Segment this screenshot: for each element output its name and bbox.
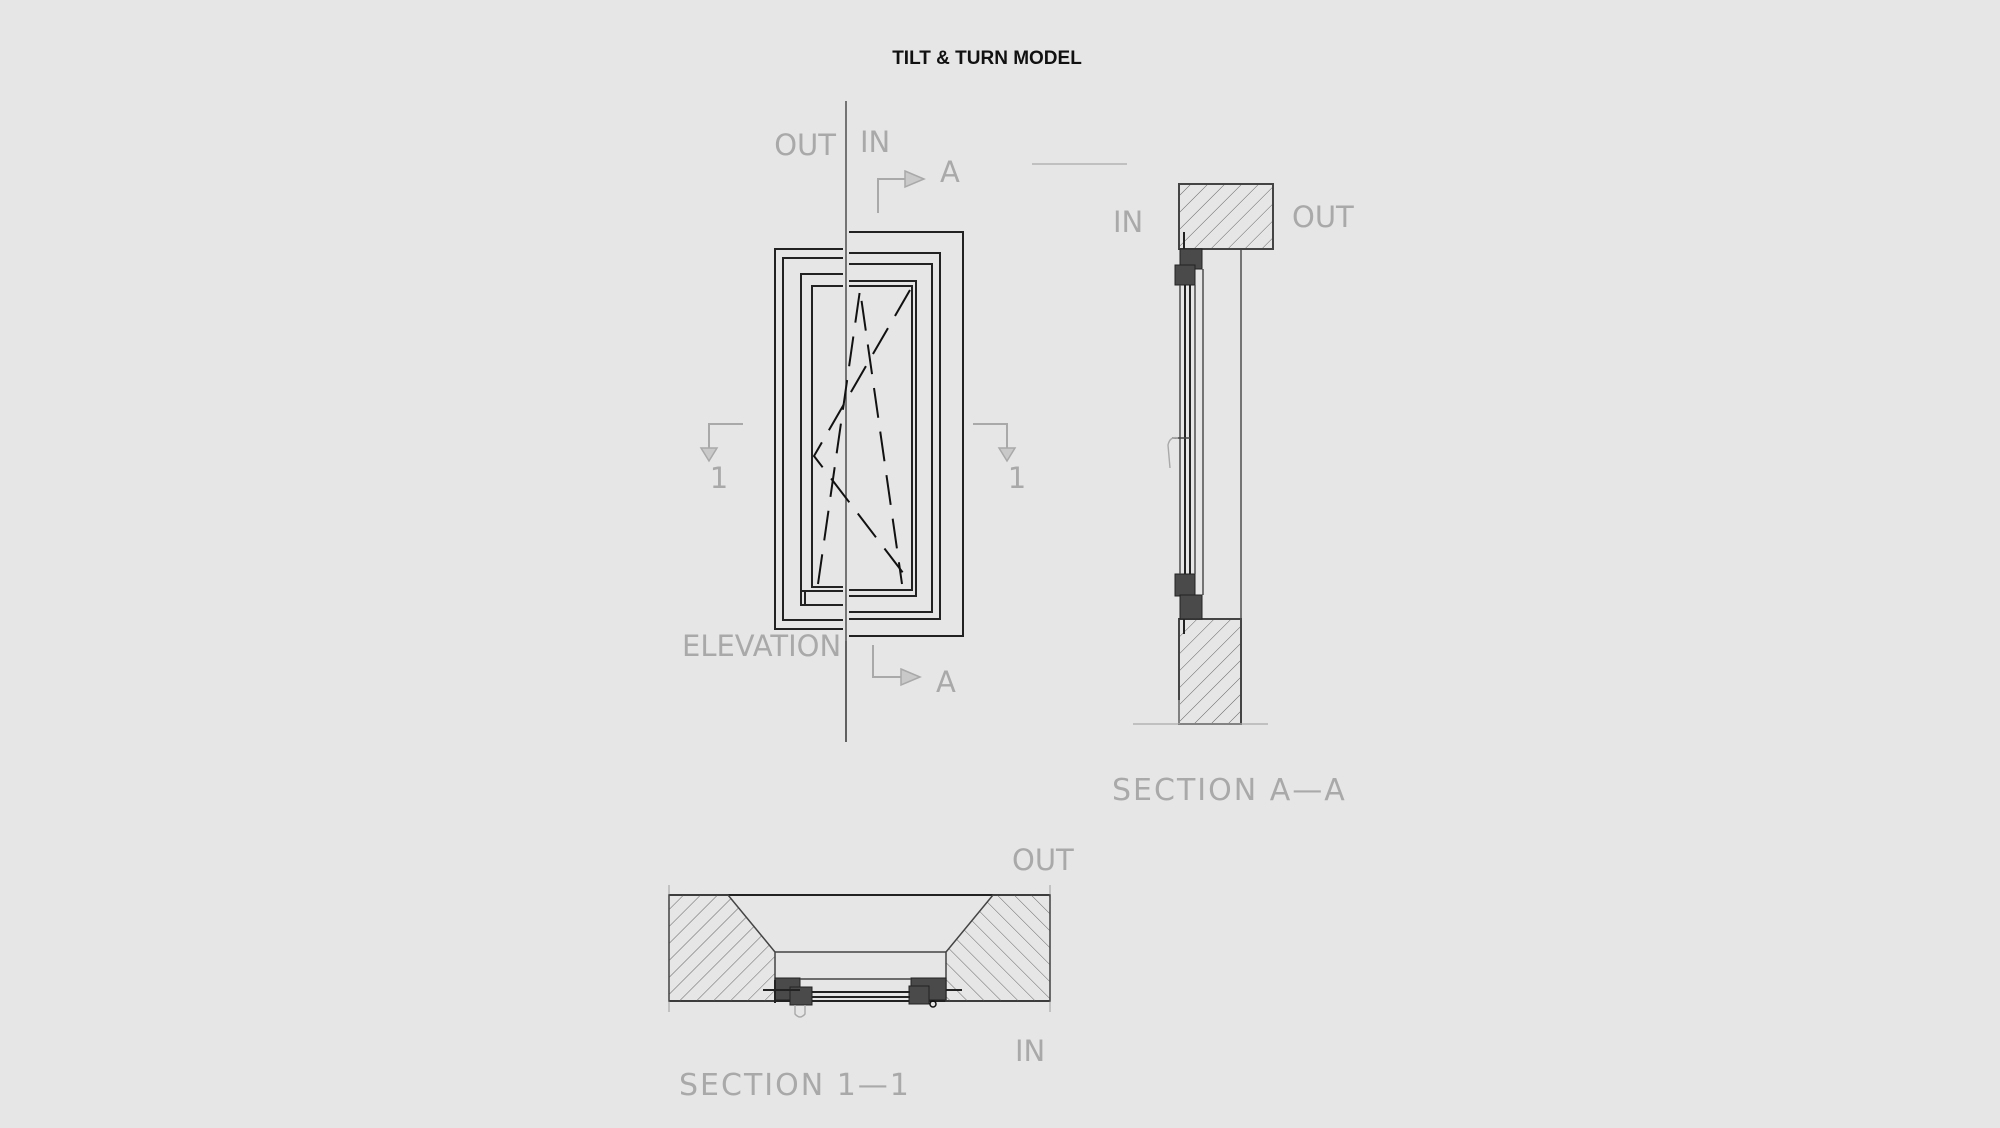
section-11-label: SECTION 1—1 [679, 1068, 911, 1103]
section-1-left-marker: 1 [699, 423, 743, 495]
wall-jamb-left-hatched [668, 894, 776, 1002]
section-11-in-label: IN [1015, 1034, 1045, 1068]
section-1-right-label: 1 [1008, 461, 1026, 495]
wall-jamb-right-hatched [945, 894, 1051, 1002]
section-1-left-label: 1 [710, 461, 728, 495]
section-a-top-label: A [940, 155, 960, 189]
wall-sill-hatched [1178, 618, 1242, 725]
page-title: TILT & TURN MODEL [892, 48, 1082, 69]
tilt-turn-opening-lines [812, 289, 911, 585]
window-profile-section-aa [1167, 232, 1204, 634]
wall-head-hatched [1178, 183, 1274, 250]
section-a-bottom-marker: A [872, 645, 956, 699]
section-aa-out-label: OUT [1292, 200, 1354, 234]
section-1-right-marker: 1 [973, 423, 1026, 495]
section-aa-label: SECTION A—A [1112, 773, 1347, 808]
section-11-out-label: OUT [1012, 843, 1074, 877]
elevation-view: OUT IN A [682, 101, 1026, 742]
elevation-out-label: OUT [774, 128, 836, 162]
section-a-bottom-label: A [936, 665, 956, 699]
section-aa-in-label: IN [1113, 205, 1143, 239]
section-aa-view: IN OUT SECTION A—A [1032, 163, 1354, 808]
window-frame-out-side [774, 248, 847, 630]
elevation-label: ELEVATION [682, 629, 841, 663]
section-11-view: OUT IN SECTION 1—1 [668, 843, 1074, 1103]
window-profile-section-11 [763, 977, 962, 1018]
section-a-top-marker: A [877, 155, 960, 213]
window-frame-in-side [845, 231, 964, 637]
elevation-in-label: IN [860, 125, 890, 159]
